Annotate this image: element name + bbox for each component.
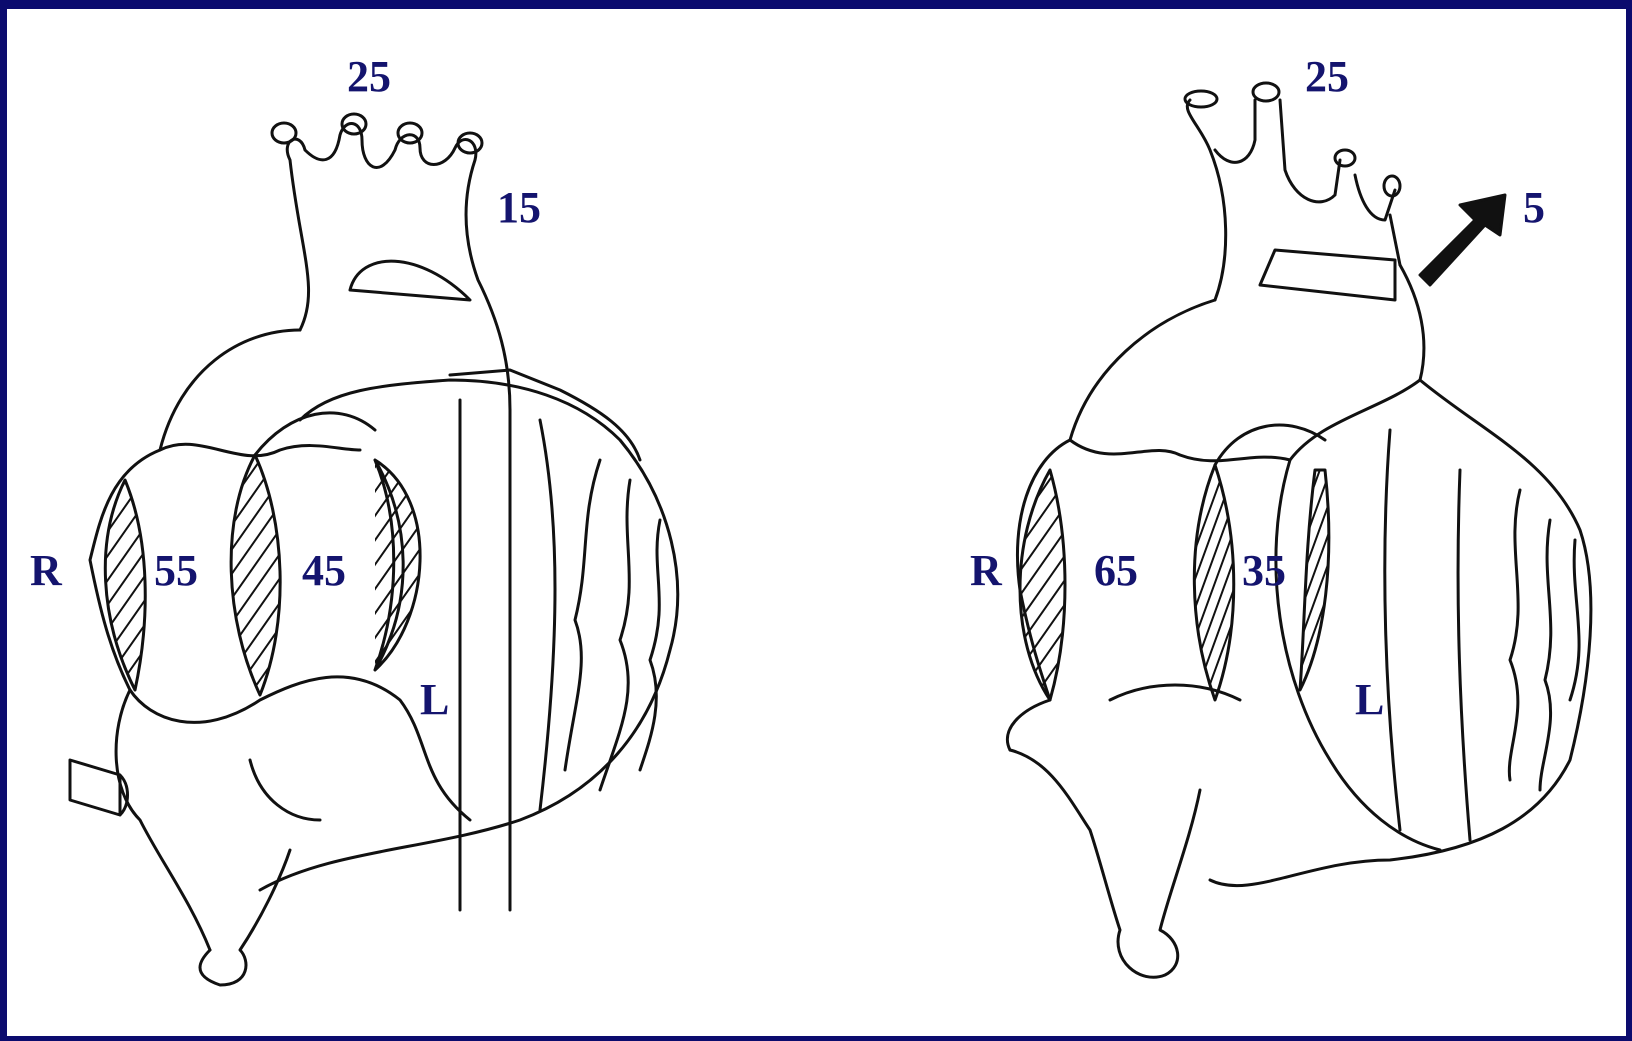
- right-arrow: [1420, 195, 1505, 285]
- left-right-side-label: R: [30, 549, 62, 593]
- right-left-valve: [1300, 470, 1329, 690]
- left-vein-stub: [70, 760, 128, 815]
- right-lower-body: [1010, 685, 1240, 977]
- right-ventricle-lines: [1385, 430, 1579, 840]
- left-left-side-label: L: [420, 678, 449, 722]
- right-middle-valve: [1194, 465, 1233, 700]
- right-arch-window: [1260, 250, 1395, 300]
- left-ventricle-lines: [540, 420, 660, 810]
- right-right-valve: [1020, 470, 1065, 700]
- right-top-value: 25: [1305, 55, 1349, 99]
- left-right-valve: [105, 480, 145, 690]
- right-right-side-label: R: [970, 549, 1002, 593]
- left-aortic-value: 15: [497, 186, 541, 230]
- left-top-value: 25: [347, 55, 391, 99]
- right-heart-drawing: [1007, 83, 1591, 977]
- left-middle-valve: [231, 455, 280, 695]
- right-left-border: [1276, 380, 1440, 850]
- right-arch-vessels: [1185, 83, 1400, 300]
- right-left-side-label: L: [1355, 678, 1384, 722]
- left-right-value: 55: [154, 549, 198, 593]
- right-aortic-value: 5: [1523, 186, 1545, 230]
- left-arch-window: [350, 261, 470, 300]
- left-left-valve: [375, 460, 420, 670]
- right-heart-base: [1070, 440, 1290, 461]
- left-left-value: 45: [302, 549, 346, 593]
- left-lower-body: [130, 677, 470, 985]
- right-right-value: 65: [1094, 549, 1138, 593]
- right-left-value: 35: [1242, 549, 1286, 593]
